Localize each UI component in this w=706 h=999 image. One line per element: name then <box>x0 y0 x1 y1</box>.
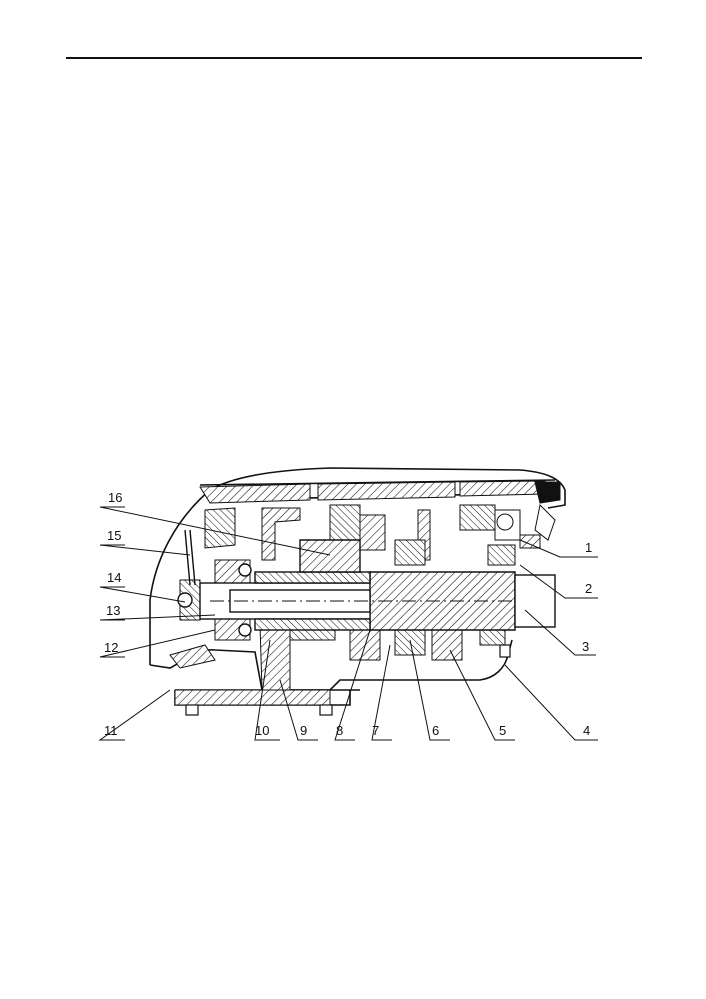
callout-9: 9 <box>300 723 307 738</box>
callout-16: 16 <box>108 490 122 505</box>
callout-11: 11 <box>104 723 118 738</box>
callout-13: 13 <box>106 603 120 618</box>
callout-labels: 1 2 3 4 5 6 7 8 9 10 11 12 13 14 15 16 <box>104 490 592 738</box>
main-shaft <box>177 529 556 637</box>
callout-8: 8 <box>336 723 343 738</box>
callout-4: 4 <box>583 723 590 738</box>
callout-2: 2 <box>585 581 592 596</box>
header-rule <box>66 57 642 59</box>
bolts <box>185 644 511 716</box>
callout-3: 3 <box>582 639 589 654</box>
callout-10: 10 <box>255 723 269 738</box>
callout-12: 12 <box>104 640 118 655</box>
callout-14: 14 <box>107 570 121 585</box>
leader-lines <box>98 506 598 741</box>
callout-7: 7 <box>372 723 379 738</box>
callout-5: 5 <box>499 723 506 738</box>
callout-6: 6 <box>432 723 439 738</box>
callout-15: 15 <box>107 528 121 543</box>
callout-1: 1 <box>585 540 592 555</box>
